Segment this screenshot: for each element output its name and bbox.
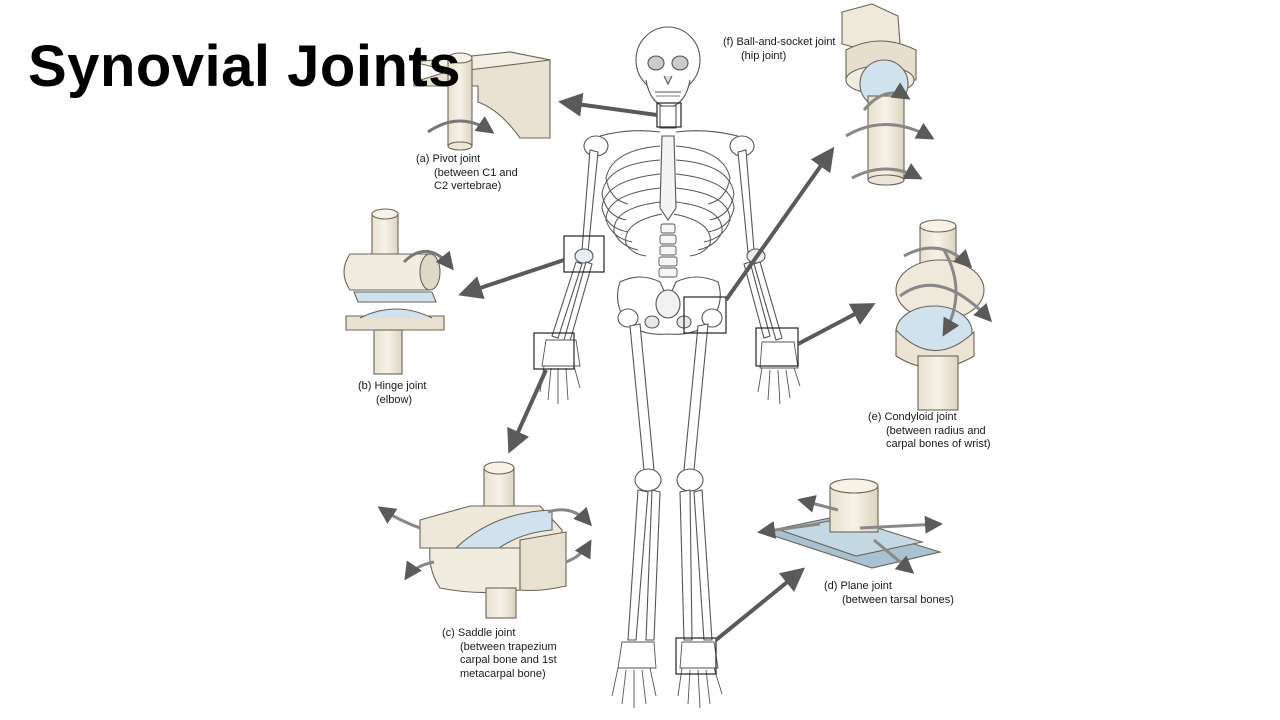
- ballsocket-joint-illustration: [841, 3, 935, 186]
- box-elbow: [563, 235, 605, 273]
- arrow-plane: [714, 567, 806, 642]
- arrow-condyloid: [797, 303, 876, 346]
- pointer-arrows: [458, 92, 876, 642]
- label-saddle: (c) Saddle joint (between trapezium carp…: [442, 627, 557, 681]
- box-foot: [675, 637, 717, 675]
- label-saddle-detail-3: metacarpal bone): [460, 667, 546, 680]
- label-condyloid: (e) Condyloid joint (between radius and …: [868, 411, 991, 452]
- label-pivot-detail-2: C2 vertebrae): [434, 180, 502, 192]
- label-pivot-detail-1: (between C1 and: [434, 166, 518, 179]
- label-plane-name: (d) Plane joint: [824, 580, 892, 592]
- label-ballsocket-detail-1: (hip joint): [741, 49, 787, 62]
- label-saddle-name: (c) Saddle joint: [442, 627, 516, 639]
- pivot-joint-illustration: [413, 51, 551, 151]
- label-pivot-name: (a) Pivot joint: [416, 153, 481, 165]
- plane-joint-illustration: [757, 478, 943, 574]
- label-plane-detail-1: (between tarsal bones): [842, 593, 954, 606]
- condyloid-joint-illustration: [895, 219, 993, 411]
- arrow-pivot: [558, 92, 658, 117]
- box-wrist: [755, 327, 799, 367]
- arrow-ballsocket: [724, 146, 835, 302]
- skeleton: [539, 26, 801, 709]
- label-plane: (d) Plane joint (between tarsal bones): [824, 580, 954, 607]
- label-ballsocket-name: (f) Ball-and-socket joint: [723, 36, 836, 48]
- joint-boxes: [533, 102, 799, 675]
- label-saddle-detail-2: carpal bone and 1st: [460, 654, 557, 666]
- box-saddle: [533, 332, 575, 370]
- slide-title: Synovial Joints: [28, 34, 461, 99]
- saddle-joint-illustration: [377, 461, 593, 619]
- label-condyloid-detail-1: (between radius and: [886, 424, 986, 437]
- label-ballsocket: (f) Ball-and-socket joint (hip joint): [723, 36, 836, 63]
- label-pivot: (a) Pivot joint (between C1 and C2 verte…: [416, 153, 518, 194]
- hinge-joint-illustration: [343, 208, 454, 375]
- box-hip: [683, 296, 727, 334]
- skull-icon: [635, 26, 701, 109]
- label-saddle-detail-1: (between trapezium: [460, 640, 557, 653]
- arrow-hinge: [458, 258, 565, 300]
- label-hinge-detail-1: (elbow): [376, 393, 413, 406]
- label-hinge-name: (b) Hinge joint: [358, 380, 427, 392]
- label-condyloid-name: (e) Condyloid joint: [868, 411, 957, 423]
- label-condyloid-detail-2: carpal bones of wrist): [886, 438, 991, 450]
- arrow-saddle: [507, 369, 548, 454]
- label-hinge: (b) Hinge joint (elbow): [358, 380, 426, 407]
